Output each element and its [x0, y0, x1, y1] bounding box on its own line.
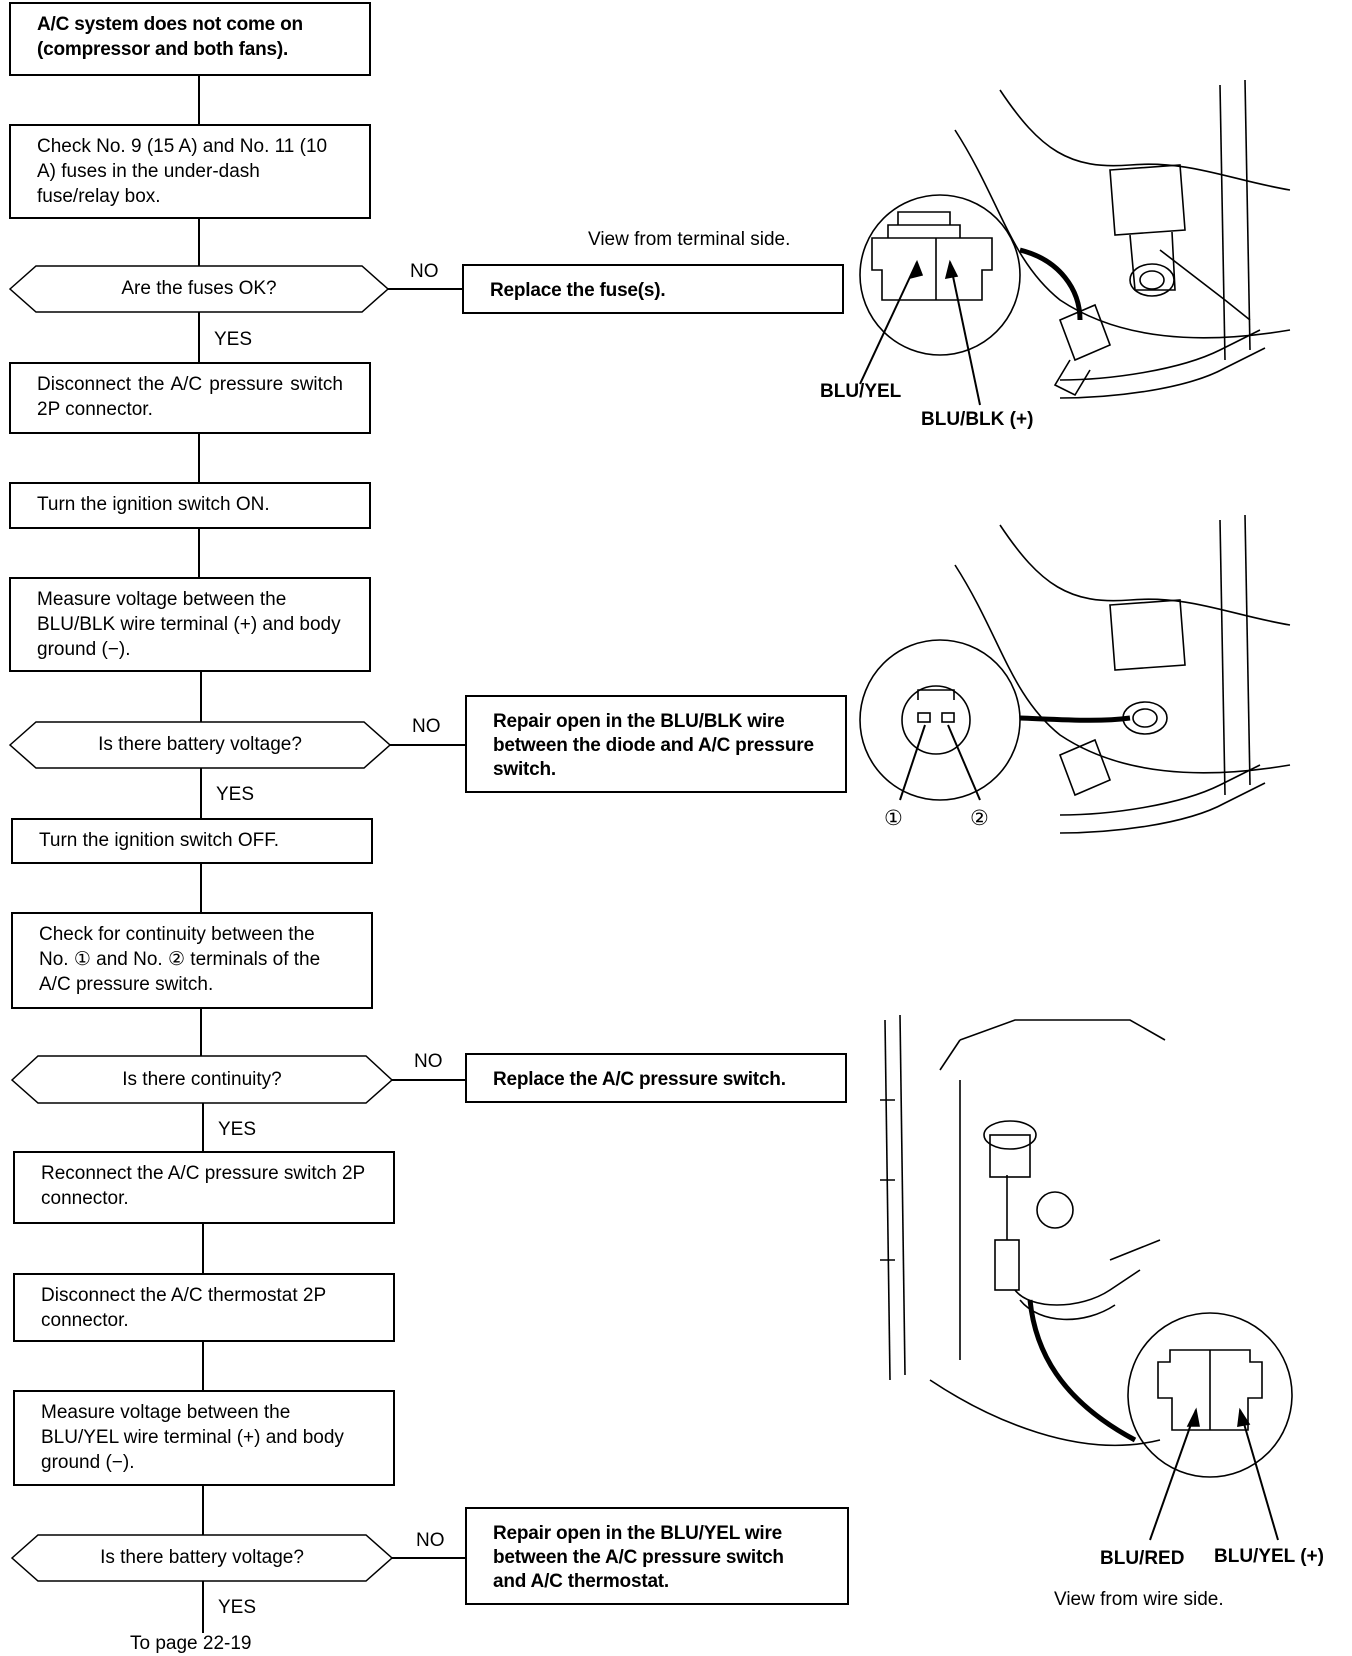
- pressure-switch-drawing-middle: [954, 514, 1291, 834]
- step-ignition-off: Turn the ignition switch OFF.: [11, 818, 373, 864]
- connector-callout-middle: [859, 639, 1131, 801]
- decision-shape-4: [10, 1534, 394, 1582]
- decision-battery-voltage-2: Is there battery voltage?: [100, 1547, 304, 1568]
- action-repair-blu-yel: Repair open in the BLU/YEL wire between …: [465, 1507, 849, 1605]
- yes-label: YES: [214, 329, 253, 350]
- step-ignition-on: Turn the ignition switch ON.: [9, 482, 371, 529]
- wire-label-blu-blk: BLU/BLK (+): [921, 409, 1034, 430]
- wire-label-blu-yel-bottom: BLU/YEL (+): [1214, 1546, 1324, 1567]
- step-start: A/C system does not come on (compressor …: [9, 2, 371, 76]
- decision-shape-2: [8, 721, 392, 769]
- decision-fuses-ok: Are the fuses OK?: [121, 278, 277, 299]
- yes-label: YES: [218, 1119, 257, 1140]
- step-disconnect-thermostat: Disconnect the A/C thermostat 2P connect…: [13, 1273, 395, 1342]
- step-measure-blu-blk: Measure voltage between the BLU/BLK wire…: [9, 577, 371, 672]
- pressure-switch-drawing-top: [954, 79, 1291, 399]
- footer-next-page: To page 22-19: [130, 1633, 252, 1654]
- terminal-2-label: ②: [970, 807, 989, 830]
- yes-label: YES: [216, 784, 255, 805]
- step-reconnect-pressure-switch: Reconnect the A/C pressure switch 2P con…: [13, 1151, 395, 1224]
- connector-callout-top: [859, 194, 1083, 406]
- no-label: NO: [412, 716, 441, 737]
- decision-shape-3: [10, 1055, 394, 1104]
- decision-shape-1: [8, 265, 390, 313]
- yes-label: YES: [218, 1597, 257, 1618]
- terminal-1-label: ①: [884, 807, 903, 830]
- step-check-continuity: Check for continuity between the No. ① a…: [11, 912, 373, 1009]
- caption-wire-side: View from wire side.: [1054, 1589, 1224, 1610]
- no-label: NO: [414, 1051, 443, 1072]
- caption-terminal-side: View from terminal side.: [588, 229, 791, 250]
- no-label: NO: [410, 261, 439, 282]
- step-measure-blu-yel: Measure voltage between the BLU/YEL wire…: [13, 1390, 395, 1486]
- thermostat-drawing-bottom: [880, 1014, 1166, 1447]
- action-replace-pressure-switch: Replace the A/C pressure switch.: [465, 1053, 847, 1103]
- action-replace-fuses: Replace the fuse(s).: [462, 264, 844, 314]
- decision-battery-voltage-1: Is there battery voltage?: [98, 734, 302, 755]
- step-disconnect-pressure-switch: Disconnect the A/C pressure switch 2P co…: [9, 362, 371, 434]
- decision-continuity: Is there continuity?: [122, 1069, 282, 1090]
- wire-label-blu-yel-top: BLU/YEL: [820, 381, 902, 402]
- action-repair-blu-blk: Repair open in the BLU/BLK wire between …: [465, 695, 847, 793]
- wire-label-blu-red: BLU/RED: [1100, 1548, 1185, 1569]
- connector-callout-bottom: [1127, 1312, 1293, 1541]
- no-label: NO: [416, 1530, 445, 1551]
- step-check-fuses: Check No. 9 (15 A) and No. 11 (10 A) fus…: [9, 124, 371, 219]
